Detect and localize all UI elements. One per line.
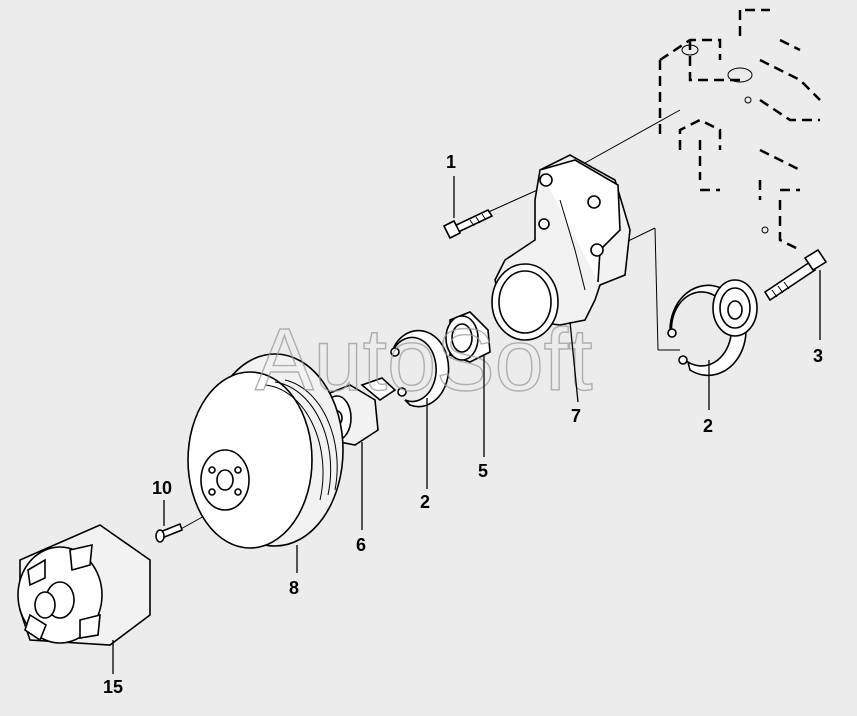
callout-10: 10 — [152, 478, 172, 498]
watermark: AutoSoft — [255, 310, 593, 409]
callout-7: 7 — [571, 406, 581, 426]
callout-2-left: 2 — [420, 492, 430, 512]
callout-3: 3 — [813, 346, 823, 366]
callout-15: 15 — [103, 677, 123, 697]
callout-leaders — [112, 176, 821, 674]
bolt-part-1 — [442, 208, 494, 240]
engine-block-outline — [658, 8, 821, 252]
bolt-part-3 — [763, 248, 828, 302]
callout-1: 1 — [446, 152, 456, 172]
callout-2-right: 2 — [703, 416, 713, 436]
flange-washer — [712, 279, 758, 337]
circlip-part-2-left — [390, 329, 450, 408]
bearing-part-5 — [445, 311, 491, 363]
bolt-part-10 — [155, 522, 183, 543]
pulley-part-8 — [187, 353, 344, 549]
callout-6: 6 — [356, 535, 366, 555]
callout-8: 8 — [289, 578, 299, 598]
damper-part-15 — [17, 524, 151, 646]
callout-5: 5 — [478, 461, 488, 481]
housing-part-7 — [491, 154, 631, 341]
